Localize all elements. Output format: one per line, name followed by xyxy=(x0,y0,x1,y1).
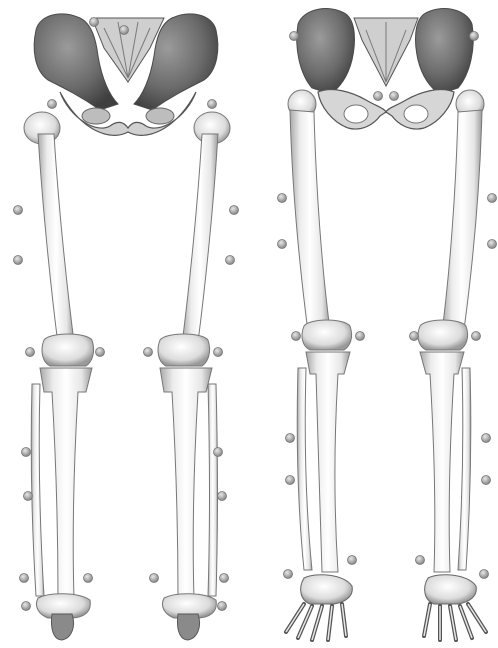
marker-dot xyxy=(470,32,479,41)
marker-dot xyxy=(286,476,295,485)
marker-dot xyxy=(290,32,299,41)
lower-leg-left-posterior xyxy=(31,368,92,598)
femur-right-posterior xyxy=(182,112,230,344)
marker-dot xyxy=(284,570,293,579)
marker-dot xyxy=(14,206,23,215)
marker-dot xyxy=(14,256,23,265)
marker-dot xyxy=(24,492,33,501)
marker-dot xyxy=(48,100,57,109)
marker-dot xyxy=(144,348,153,357)
anterior-view-skeleton xyxy=(286,9,486,640)
femur-left-posterior xyxy=(24,112,74,344)
marker-dot xyxy=(22,602,31,611)
marker-dot xyxy=(218,492,227,501)
marker-dot xyxy=(488,240,497,249)
marker-dot xyxy=(22,448,31,457)
lower-leg-right-anterior xyxy=(420,352,471,572)
foot-right-anterior xyxy=(424,575,486,640)
marker-dot xyxy=(120,26,129,35)
marker-dot xyxy=(292,332,301,341)
marker-dot xyxy=(220,574,229,583)
lower-leg-left-anterior xyxy=(297,352,350,572)
foot-left-anterior xyxy=(286,575,352,640)
marker-dot xyxy=(208,100,217,109)
knee-left-anterior xyxy=(302,320,352,350)
marker-dot xyxy=(26,348,35,357)
knee-right-anterior xyxy=(418,320,468,350)
marker-dot xyxy=(356,332,365,341)
foot-right-posterior xyxy=(162,594,216,640)
marker-dot xyxy=(230,206,239,215)
marker-dot xyxy=(218,602,227,611)
knee-left-posterior xyxy=(42,334,94,366)
marker-dot xyxy=(390,92,399,101)
knee-right-posterior xyxy=(158,334,210,366)
marker-dot xyxy=(150,574,159,583)
foot-left-posterior xyxy=(36,594,90,640)
marker-dot xyxy=(20,574,29,583)
pelvis-anterior xyxy=(297,9,473,130)
marker-dot xyxy=(226,256,235,265)
marker-dot xyxy=(214,448,223,457)
marker-dot xyxy=(480,570,489,579)
marker-dot xyxy=(84,574,93,583)
marker-dot xyxy=(416,556,425,565)
marker-dot xyxy=(410,332,419,341)
femur-left-anterior xyxy=(288,90,330,332)
marker-dot xyxy=(482,434,491,443)
femur-right-anterior xyxy=(442,90,484,332)
marker-dot xyxy=(472,332,481,341)
marker-dot xyxy=(278,194,287,203)
marker-dot xyxy=(374,92,383,101)
marker-dot xyxy=(90,18,99,27)
lower-leg-right-posterior xyxy=(160,368,218,598)
marker-dot xyxy=(286,434,295,443)
marker-dot xyxy=(488,194,497,203)
marker-dot xyxy=(214,348,223,357)
marker-dot xyxy=(348,556,357,565)
marker-dot xyxy=(96,348,105,357)
marker-dot xyxy=(278,240,287,249)
marker-dot xyxy=(482,476,491,485)
